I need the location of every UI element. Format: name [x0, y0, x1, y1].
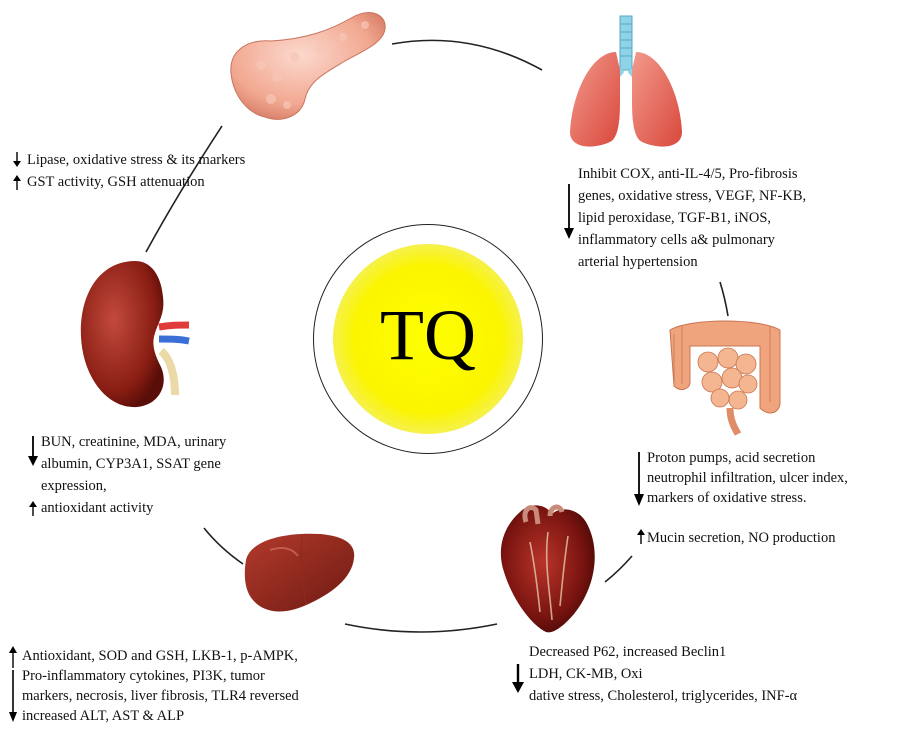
- connector-heart-liver: [345, 624, 497, 632]
- center-label: TQ: [333, 290, 523, 380]
- pancreas-down-text: Lipase, oxidative stress & its markers: [27, 150, 245, 170]
- kidney-down-text-3: expression,: [41, 476, 107, 496]
- liver-text-3: markers, necrosis, liver fibrosis, TLR4 …: [22, 686, 299, 706]
- liver-icon: [240, 530, 360, 620]
- down-arrow: [564, 184, 574, 240]
- pancreas-icon: [225, 5, 395, 125]
- kidney-down-text-2: albumin, CYP3A1, SSAT gene: [41, 454, 221, 474]
- liver-text-4: increased ALT, AST & ALP: [22, 706, 184, 726]
- down-arrow: [512, 664, 524, 694]
- lungs-text-1: Inhibit COX, anti-IL-4/5, Pro-fibrosis: [578, 164, 798, 184]
- kidney-icon: [75, 255, 205, 415]
- pancreas-up-text: GST activity, GSH attenuation: [27, 172, 205, 192]
- up-arrow: [636, 528, 646, 544]
- intestine-up-text: Mucin secretion, NO production: [647, 528, 835, 548]
- intestine-icon: [660, 312, 790, 437]
- kidney-down-text-1: BUN, creatinine, MDA, urinary: [41, 432, 226, 452]
- intestine-down-text-1: Proton pumps, acid secretion: [647, 448, 815, 468]
- heart-text-3: dative stress, Cholesterol, triglyceride…: [529, 686, 797, 706]
- up-arrow: [28, 500, 38, 516]
- intestine-down-text-3: markers of oxidative stress.: [647, 488, 806, 508]
- down-arrow: [28, 436, 38, 466]
- lungs-text-4: inflammatory cells a& pulmonary: [578, 230, 775, 250]
- lungs-text-5: arterial hypertension: [578, 252, 698, 272]
- kidney-up-text: antioxidant activity: [41, 498, 153, 518]
- intestine-down-text-2: neutrophil infiltration, ulcer index,: [647, 468, 848, 488]
- heart-text-2: LDH, CK-MB, Oxi: [529, 664, 643, 684]
- down-arrow: [634, 452, 644, 508]
- connector-lungs-intestine: [720, 282, 728, 316]
- down-arrow: [8, 670, 18, 724]
- up-arrow: [12, 174, 22, 190]
- up-arrow: [8, 646, 18, 668]
- lungs-text-3: lipid peroxidase, TGF-B1, iNOS,: [578, 208, 771, 228]
- lungs-text-2: genes, oxidative stress, VEGF, NF-KB,: [578, 186, 806, 206]
- liver-text-1: Antioxidant, SOD and GSH, LKB-1, p-AMPK,: [22, 646, 298, 666]
- liver-text-2: Pro-inflammatory cytokines, PI3K, tumor: [22, 666, 265, 686]
- connector-liver-kidney: [204, 528, 243, 564]
- lungs-icon: [562, 12, 692, 157]
- down-arrow: [12, 152, 22, 168]
- heart-text-1: Decreased P62, increased Beclin1: [529, 642, 726, 662]
- heart-icon: [490, 502, 605, 637]
- connector-intestine-heart: [605, 556, 632, 582]
- connector-pancreas-lungs: [392, 40, 542, 70]
